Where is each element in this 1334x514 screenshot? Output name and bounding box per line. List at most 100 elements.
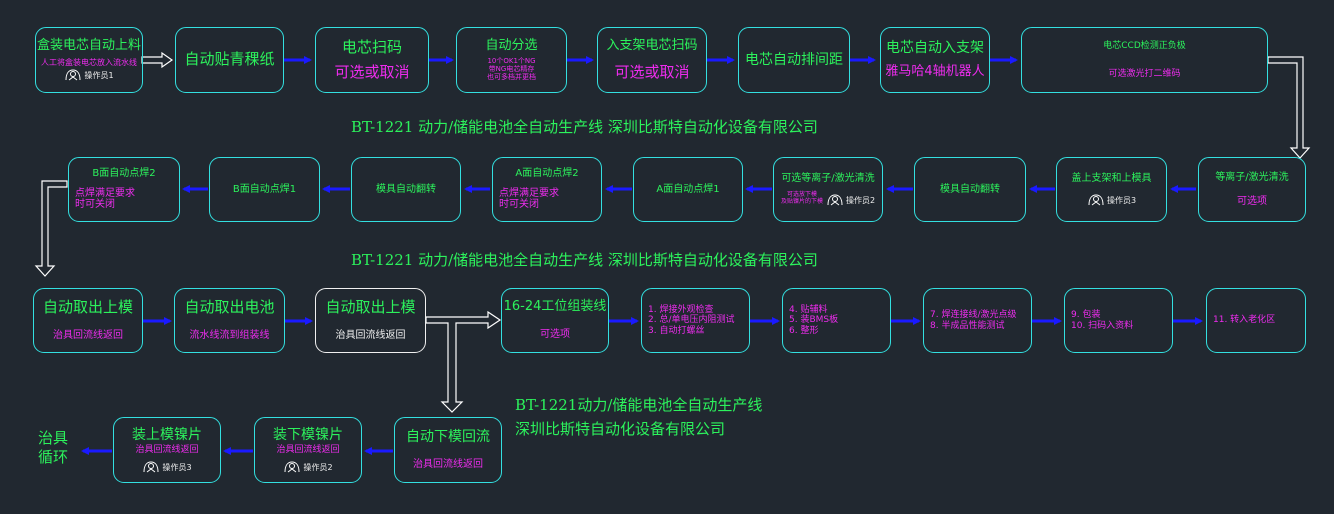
box-line: 10. 扫码入资料 <box>1071 320 1134 331</box>
process-box-battery-loading: 盒装电芯自动上料 人工将盒装电芯放入流水线 操作员1 <box>35 27 143 93</box>
white-outline-arrow <box>425 310 502 413</box>
box-title: A面自动点焊1 <box>656 183 720 195</box>
box-desc: 人工将盒装电芯放入流水线 <box>41 57 137 67</box>
process-box-cell-spacing: 电芯自动排间距 <box>738 27 850 93</box>
box-desc: 时可关闭 <box>75 199 115 211</box>
process-box-b-weld-1: B面自动点焊1 <box>209 157 320 222</box>
box-title: 盖上支架和上模具 <box>1071 172 1152 184</box>
box-title: 16-24工位组装线 <box>503 299 607 315</box>
box-title: A面自动点焊2 <box>515 168 579 180</box>
box-title: 入支架电芯扫码 <box>606 37 698 53</box>
box-sub: 可选项 <box>540 329 570 341</box>
box-desc: 10个OK1个NG <box>487 56 536 65</box>
fixture-loop-label: 治具 循环 <box>38 429 69 467</box>
box-title: 模具自动翻转 <box>376 183 436 195</box>
box-line: 5. 装BMS板 <box>789 315 839 326</box>
process-box-inspection: 1. 焊接外观检查 2. 总/单电压内阻测试 3. 自动打螺丝 <box>641 288 750 353</box>
box-line: 4. 贴辅料 <box>789 304 828 315</box>
box-line: 11. 转入老化区 <box>1213 315 1276 326</box>
banner-title-3: BT-1221动力/储能电池全自动生产线 <box>515 396 763 414</box>
box-line: 8. 半成品性能测试 <box>930 320 1005 331</box>
operator-icon <box>143 461 159 473</box>
operator-label: 操作员3 <box>162 462 192 472</box>
box-desc: 点焊满足要求 <box>75 187 135 199</box>
loop-line: 治具 <box>38 429 69 447</box>
box-line: 7. 焊连接线/激光点级 <box>930 310 1017 321</box>
box-title: 盒装电芯自动上料 <box>36 37 141 53</box>
box-sub: 流水线流到组装线 <box>189 330 270 342</box>
box-line: 2. 总/单电压内阻测试 <box>648 315 735 326</box>
box-title: 自动取出上模 <box>42 298 133 317</box>
desc-row: 可选放下模 及贴镍片的下模 操作员2 <box>780 191 875 206</box>
process-box-assembly-line: 16-24工位组装线 可选项 <box>501 288 609 353</box>
process-box-optional-clean: 可选等离子/激光清洗 可选放下模 及贴镍片的下模 操作员2 <box>773 157 883 222</box>
box-sub: 治具回流线返回 <box>135 444 199 455</box>
process-box-bottom-mold-return: 自动下模回流 治具回流线返回 <box>394 417 502 483</box>
box-title: 可选等离子/激光清洗 <box>781 172 875 184</box>
box-title: B面自动点焊2 <box>92 168 156 180</box>
operator-icon <box>65 69 81 81</box>
box-title: 模具自动翻转 <box>940 183 1000 195</box>
box-title: 自动贴青稞纸 <box>184 50 275 69</box>
outline-connectors <box>34 51 1311 413</box>
box-title: 电芯CCD检测正负极 <box>1103 40 1186 51</box>
process-box-auto-sort: 自动分选 10个OK1个NG 带NG电芯精存 也可多档并更档 <box>456 27 567 93</box>
process-box-packaging: 9. 包装 10. 扫码入资料 <box>1064 288 1173 353</box>
operator-badge: 操作员3 <box>1087 194 1136 206</box>
box-title: 等离子/激光清洗 <box>1215 172 1289 183</box>
box-title: 装下模镍片 <box>273 426 343 443</box>
box-title: 装上模镍片 <box>132 426 202 443</box>
process-box-ccd-check: 电芯CCD检测正负极 可选激光打二维码 <box>1021 27 1268 93</box>
process-box-b-weld-2: B面自动点焊2 点焊满足要求 时可关闭 <box>68 157 180 222</box>
box-desc: 及贴镍片的下模 <box>780 198 823 206</box>
operator-badge: 操作员2 <box>826 194 875 206</box>
box-title: 电芯自动排间距 <box>745 51 843 68</box>
process-box-mold-flip-2: 模具自动翻转 <box>351 157 461 222</box>
box-title: 自动取出电池 <box>184 298 275 317</box>
box-sub: 治具回流线返回 <box>276 444 340 455</box>
box-sub: 雅马哈4轴机器人 <box>885 63 985 79</box>
process-box-weld-test: 7. 焊连接线/激光点级 8. 半成品性能测试 <box>923 288 1032 353</box>
process-box-bottom-nickel: 装下模镍片 治具回流线返回 操作员2 <box>254 417 362 483</box>
box-sub: 可选激光打二维码 <box>1108 69 1181 79</box>
banner-company-2: BT-1221 动力/储能电池全自动生产线 深圳比斯特自动化设备有限公司 <box>351 251 818 269</box>
process-box-bracket-scan: 入支架电芯扫码 可选或取消 <box>597 27 707 93</box>
box-title: B面自动点焊1 <box>232 183 297 195</box>
box-desc: 点焊满足要求 <box>499 187 559 199</box>
banner-company-3: 深圳比斯特自动化设备有限公司 <box>515 420 726 438</box>
process-box-cell-insert: 电芯自动入支架 雅马哈4轴机器人 <box>880 27 990 93</box>
box-desc: 可选放下模 <box>786 191 817 199</box>
process-box-a-weld-2: A面自动点焊2 点焊满足要求 时可关闭 <box>492 157 602 222</box>
white-outline-arrow <box>34 180 68 277</box>
box-line: 1. 焊接外观检查 <box>648 304 714 315</box>
operator-label: 操作员2 <box>845 195 876 205</box>
operator-badge: 操作员1 <box>64 69 114 81</box>
process-box-remove-top-mold-2: 自动取出上模 治具回流线返回 <box>315 288 426 353</box>
operator-badge: 操作员3 <box>142 461 192 473</box>
process-box-a-weld-1: A面自动点焊1 <box>633 157 743 222</box>
process-box-top-nickel: 装上模镍片 治具回流线返回 操作员3 <box>113 417 221 483</box>
box-line: 3. 自动打螺丝 <box>648 325 705 336</box>
white-outline-arrow <box>1267 56 1311 159</box>
box-desc: 带NG电芯精存 <box>488 64 535 73</box>
box-desc: 时可关闭 <box>499 199 539 211</box>
box-title: 自动下模回流 <box>406 429 490 446</box>
box-line: 6. 整形 <box>789 325 819 336</box>
white-outline-arrow <box>141 51 174 69</box>
banner-company-1: BT-1221 动力/储能电池全自动生产线 深圳比斯特自动化设备有限公司 <box>351 118 818 136</box>
box-sub: 治具回流线返回 <box>53 330 123 342</box>
process-box-remove-battery: 自动取出电池 流水线流到组装线 <box>174 288 285 353</box>
box-sub: 可选或取消 <box>334 63 410 81</box>
process-box-cell-scan: 电芯扫码 可选或取消 <box>315 27 429 93</box>
operator-icon <box>1088 194 1104 206</box>
loop-line: 循环 <box>38 448 69 467</box>
process-box-aging: 11. 转入老化区 <box>1206 288 1306 353</box>
box-sub: 可选项 <box>1237 195 1267 207</box>
box-desc: 也可多档并更档 <box>487 72 536 81</box>
box-sub: 治具回流线返回 <box>335 330 406 342</box>
box-title: 电芯自动入支架 <box>886 40 984 57</box>
box-title: 电芯扫码 <box>341 37 402 56</box>
operator-label: 操作员1 <box>84 70 114 80</box>
operator-icon <box>827 194 843 206</box>
